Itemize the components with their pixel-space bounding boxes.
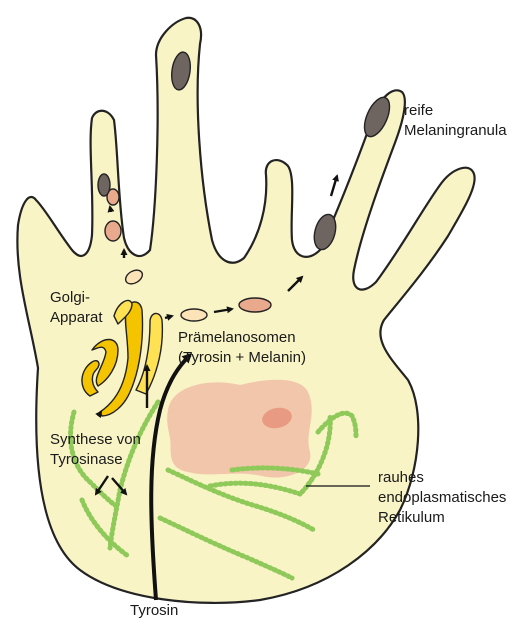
arrow [110,207,111,212]
premelanosome [239,298,271,312]
premelanosome [105,221,121,241]
premelanosome [181,309,207,321]
mature-granule [98,174,110,196]
label-mature-granules: reife Melaningranula [404,102,507,139]
label-tyrosine: Tyrosin [130,602,178,619]
nucleus [167,380,312,478]
arrow [331,176,337,196]
label-rough-er: rauhes endoplasmatisches Retikulum [378,469,511,526]
